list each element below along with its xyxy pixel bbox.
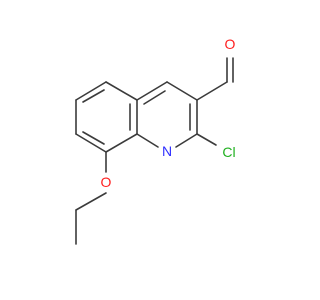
bond	[75, 192, 107, 211]
benzene-ring	[75, 81, 138, 153]
chemical-structure: O N Cl O	[75, 36, 236, 245]
chlorine-label: Cl	[222, 144, 235, 160]
double-bond-inner	[82, 131, 105, 145]
pyridine-ring	[136, 81, 198, 148]
bond	[166, 81, 198, 101]
substituents	[75, 57, 234, 245]
double-bond-inner	[82, 89, 105, 103]
bond	[196, 133, 217, 146]
nitrogen-label: N	[162, 143, 172, 159]
double-bond-inner	[143, 90, 166, 105]
ether-oxygen-label: O	[101, 174, 112, 190]
atom-labels: O N Cl O	[101, 36, 236, 190]
bond	[105, 81, 138, 101]
bond	[196, 81, 228, 101]
bond	[105, 133, 138, 153]
bond	[75, 133, 107, 153]
bond	[175, 133, 198, 148]
bond	[75, 81, 107, 101]
aldehyde-oxygen-label: O	[225, 36, 236, 52]
bond	[136, 81, 168, 101]
bond	[136, 133, 159, 148]
